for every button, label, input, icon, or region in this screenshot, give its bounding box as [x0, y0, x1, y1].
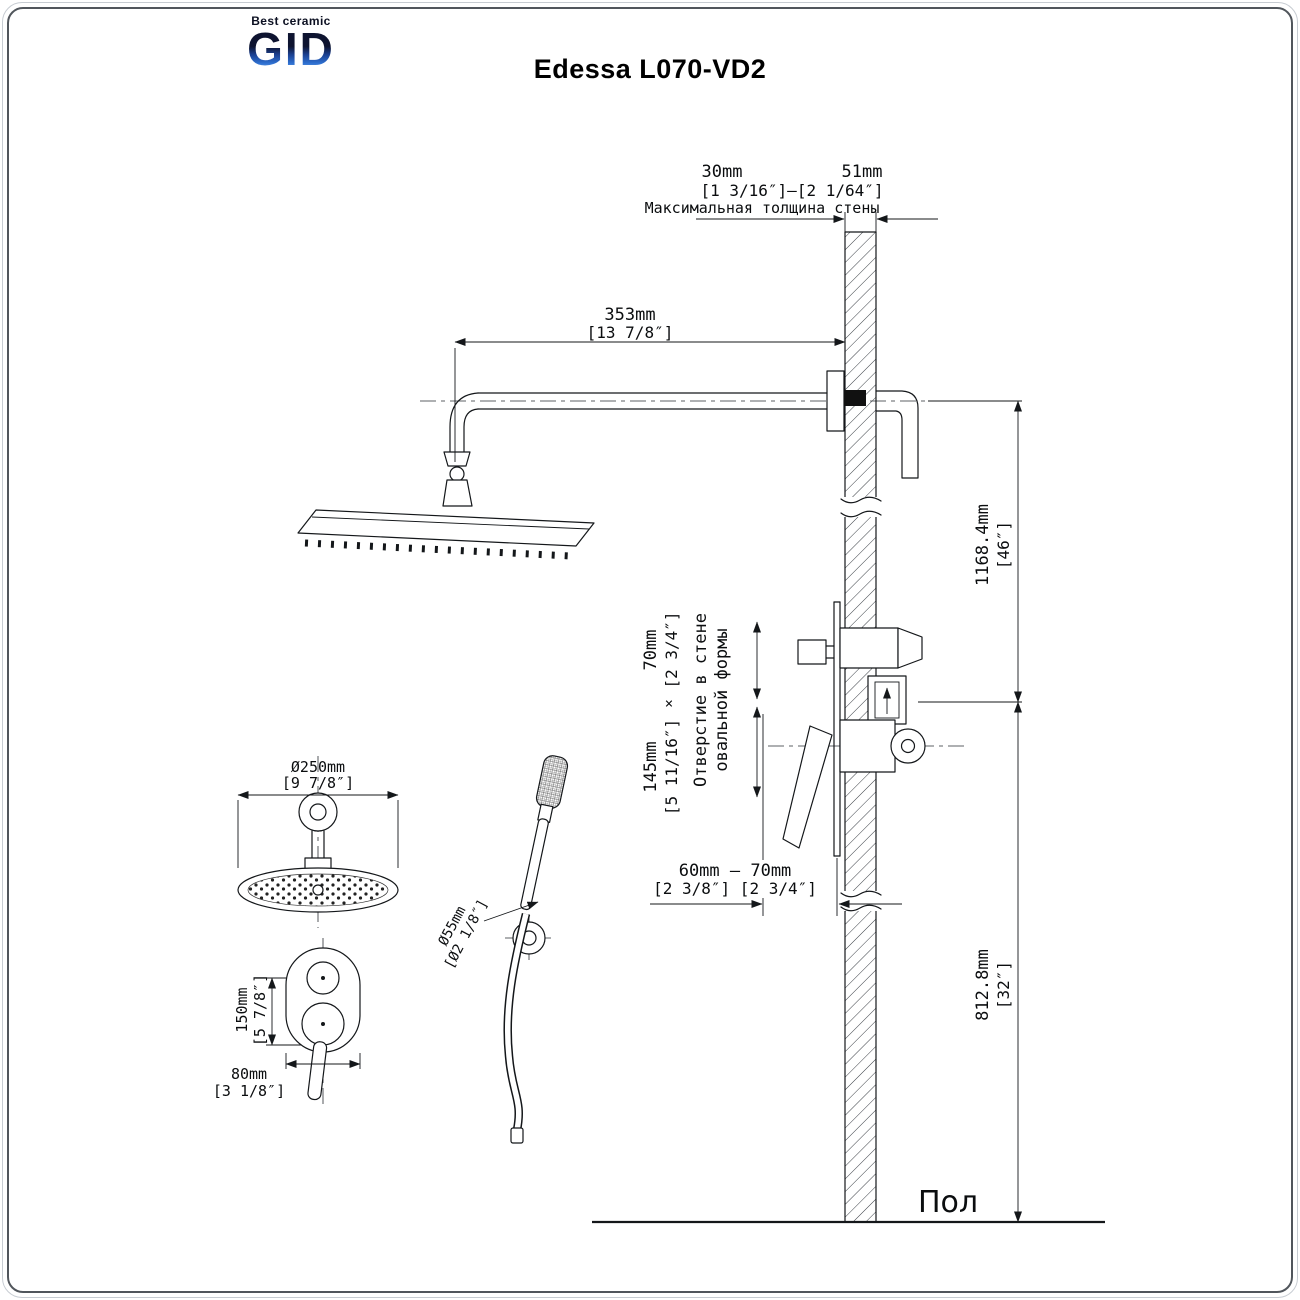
hand-shower: Ø55mm [Ø2 1/8″]: [436, 755, 569, 1144]
wall-flange: [298, 792, 338, 832]
arm-escutcheon: [826, 370, 845, 432]
dim-height-bottom-mm: 812.8mm: [973, 949, 993, 1021]
hand-d-leader: [483, 901, 539, 922]
dim-times-sign: ×: [665, 696, 673, 712]
dim-plate-w-inch: [3 1/8″]: [213, 1082, 285, 1100]
arm-length-dimension: 353mm [13 7/8″]: [454, 305, 846, 462]
arm-joint: [443, 451, 471, 467]
valve-lower-body: [839, 719, 896, 773]
drawing-title: Edessa L070-VD2: [533, 54, 767, 84]
dim-plate-h-mm: 150mm: [233, 987, 251, 1032]
dim-plate-w-mm: 80mm: [231, 1065, 267, 1083]
wall-break-upper: [840, 497, 882, 517]
dim-wall-min: 30mm: [702, 162, 743, 182]
dim-plate-h-inch: [5 7/8″]: [251, 974, 269, 1046]
wand-handle: [520, 818, 549, 911]
dim-hole-w-inch: [2 3/4″]: [662, 611, 681, 688]
dim-head-d-inch: [9 7/8″]: [282, 774, 354, 792]
dim-depth-mm: 60mm — 70mm: [679, 861, 792, 881]
hand-shower-wand: [520, 755, 569, 911]
wall-break-lower: [840, 891, 882, 911]
valve-depth-dimension: 60mm — 70mm [2 3/8″] [2 3/4″]: [650, 714, 902, 916]
wall-thickness-note: Максимальная толщина стены: [645, 199, 880, 217]
dim-hole-h-mm: 145mm: [641, 741, 661, 792]
mixer-valve-side-view: [782, 601, 926, 857]
dim-hole-h-inch: [5 11/16″]: [662, 719, 681, 815]
hole-note-line2: овальной формы: [712, 628, 732, 771]
valve-lever: [782, 725, 833, 849]
brand-logo: Best ceramic GID: [224, 14, 358, 72]
dim-arm-inch: [13 7/8″]: [587, 323, 674, 342]
head-cone: [442, 479, 473, 507]
arm-elbow: [449, 392, 479, 453]
lever-handle-front: [307, 1041, 328, 1101]
dim-depth-inch: [2 3/8″] [2 3/4″]: [653, 879, 817, 898]
dim-head-d-mm: Ø250mm: [291, 758, 345, 776]
behind-wall-pipe: [875, 390, 919, 479]
dim-height-top-mm: 1168.4mm: [973, 504, 993, 586]
valve-upper-body: [839, 627, 899, 669]
hole-note-line1: Отверстие в стене: [691, 613, 711, 787]
dim-height-bottom-inch: [32″]: [994, 961, 1013, 1009]
floor: Пол: [592, 1185, 1105, 1224]
hose-fitting: [510, 1127, 524, 1144]
shower-arm-side-view: [297, 370, 919, 560]
ball-joint: [449, 466, 465, 482]
head-nozzles: [304, 539, 572, 560]
dim-wall-max: 51mm: [842, 162, 883, 182]
diverter-knob: [797, 639, 827, 665]
dim-hole-w-mm: 70mm: [641, 630, 661, 671]
dim-wall-inch: [1 3/16″]—[2 1/64″]: [700, 181, 883, 200]
rain-head-slab: [297, 509, 595, 547]
arm-wall-inlet: [844, 390, 866, 406]
dim-height-top-inch: [46″]: [994, 521, 1013, 569]
wall-thickness-dimension: 30mm 51mm [1 3/16″]—[2 1/64″] Максимальн…: [645, 162, 938, 233]
wall-hole-dimensions: 70mm [2 3/4″] × 145mm [5 11/16″] Отверст…: [641, 611, 761, 815]
valve-port: [890, 728, 926, 764]
floor-label: Пол: [918, 1185, 978, 1220]
logo-brand-text: GID: [224, 26, 358, 72]
dim-arm-mm: 353mm: [604, 305, 655, 325]
logo-tagline: Best ceramic: [251, 14, 331, 28]
height-dimensions: 1168.4mm [46″] 812.8mm [32″]: [918, 400, 1022, 1223]
trim-plate-front-view: 150mm [5 7/8″] 80mm [3 1/8″]: [213, 947, 361, 1101]
wand-head: [535, 755, 569, 809]
rain-head-front-view: Ø250mm [9 7/8″]: [237, 758, 399, 913]
